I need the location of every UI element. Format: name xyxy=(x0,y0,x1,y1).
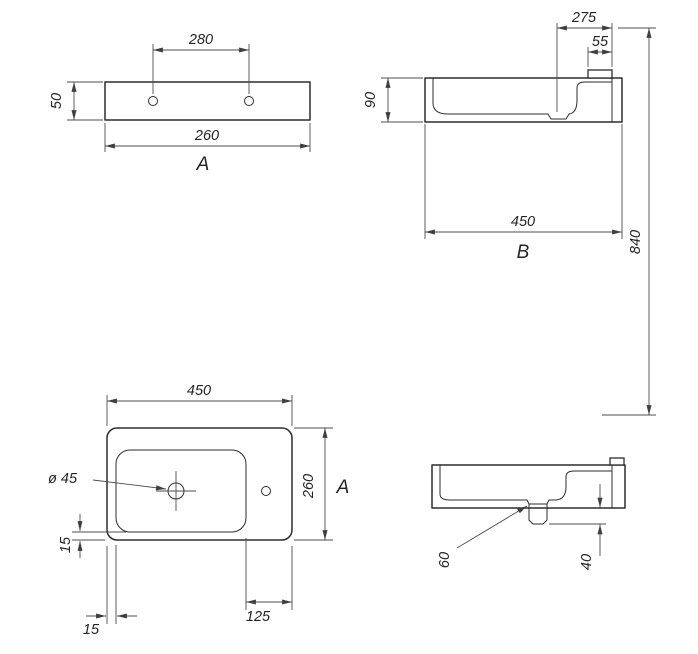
dim-gap-bottom-label: 15 xyxy=(83,622,100,638)
dim-hole-spacing-label: 280 xyxy=(188,32,213,48)
dim-front-drain-offset xyxy=(456,505,528,549)
dim-side-width xyxy=(424,124,623,239)
side-section-label: B xyxy=(517,242,530,263)
dim-plan-depth xyxy=(294,427,333,541)
plan-outline xyxy=(106,427,293,541)
rear-view-group: 280 50 260 A xyxy=(49,32,311,175)
front-bowl-profile xyxy=(439,464,613,505)
dim-trap-depth-label: 40 xyxy=(579,554,595,570)
front-section-group: 60 40 xyxy=(431,457,626,570)
front-tap-boss xyxy=(609,457,625,466)
rear-outline xyxy=(104,81,311,121)
drain-centerlines xyxy=(156,471,196,511)
dim-trap-depth xyxy=(549,484,606,556)
dim-rear-width xyxy=(104,123,311,152)
dim-right-ledge-label: 125 xyxy=(246,609,271,625)
dim-plan-depth-label: 260 xyxy=(301,474,317,499)
dim-gap-left-label: 15 xyxy=(58,536,74,553)
mounting-hole-left xyxy=(148,96,158,106)
plan-view-group: 450 260 A ø 45 15 15 125 xyxy=(48,383,349,638)
dim-drain-diameter-leader xyxy=(92,479,167,491)
mounting-hole-right xyxy=(244,96,254,106)
dim-mount-height-label: 840 xyxy=(628,230,644,254)
dim-right-ledge xyxy=(245,538,293,610)
dim-side-width-label: 450 xyxy=(511,214,535,230)
dim-rim-height-label: 90 xyxy=(363,92,379,108)
dim-rim-height xyxy=(381,77,423,123)
drain-trap xyxy=(528,503,548,525)
side-bowl-profile xyxy=(432,77,613,120)
side-section-group: 275 55 90 450 B 840 xyxy=(363,10,656,416)
dim-mount-height xyxy=(602,27,656,416)
tap-hole-boss xyxy=(587,69,613,79)
dim-drain-diameter-label: ø 45 xyxy=(48,471,78,487)
dim-rear-width-label: 260 xyxy=(194,128,219,144)
dim-plan-width xyxy=(106,395,293,426)
dim-gap-left xyxy=(72,514,126,558)
dim-rear-height-label: 50 xyxy=(49,93,65,109)
dim-tap-offset xyxy=(587,47,612,67)
side-profile-outline xyxy=(424,77,623,123)
dim-rear-height xyxy=(67,81,103,121)
dim-gap-bottom xyxy=(86,545,137,624)
dim-plan-width-label: 450 xyxy=(187,383,211,399)
bowl-outline xyxy=(115,449,247,533)
rear-view-label: A xyxy=(196,154,210,175)
dim-front-drain-offset-label: 60 xyxy=(437,552,453,568)
plan-view-label: A xyxy=(336,477,350,498)
dim-drain-offset-label: 275 xyxy=(571,10,597,26)
front-profile-outline xyxy=(431,464,626,509)
dim-drain-offset xyxy=(556,23,613,112)
dim-hole-spacing xyxy=(152,44,250,94)
tap-hole xyxy=(261,486,271,496)
dim-tap-offset-label: 55 xyxy=(592,34,609,50)
